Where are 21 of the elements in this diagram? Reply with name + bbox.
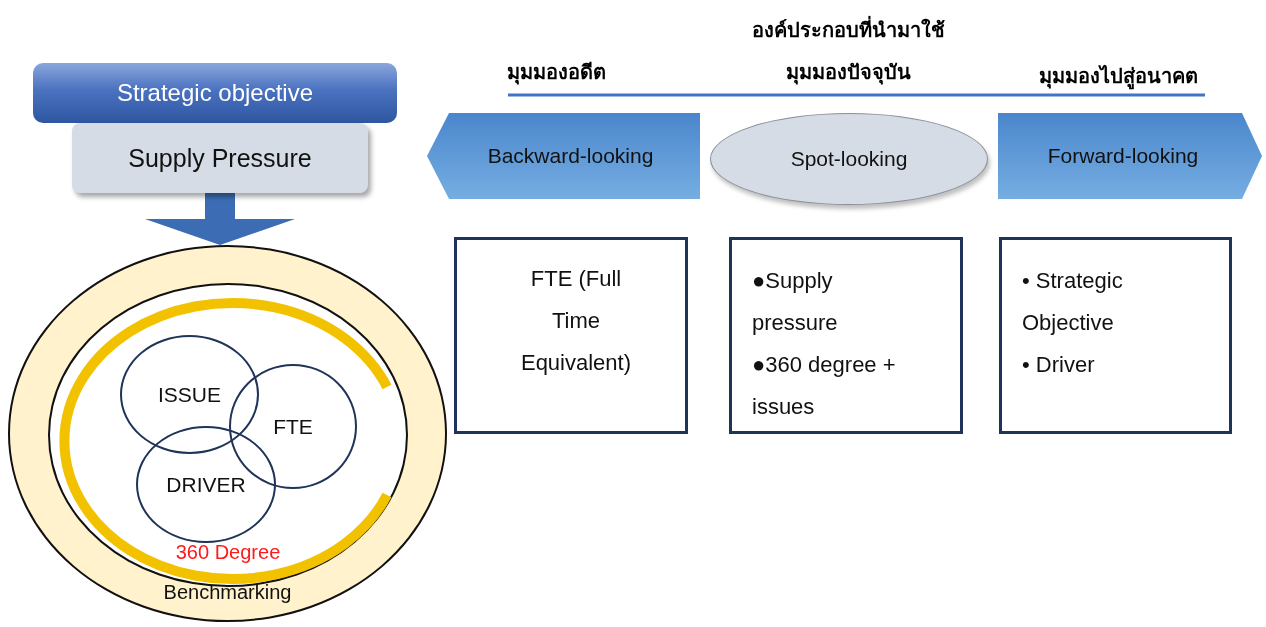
- heading-label: มุมมองอดีต: [506, 60, 606, 87]
- subtitle-box: Supply Pressure: [72, 123, 368, 193]
- ring-label: 360 Degree: [175, 541, 281, 564]
- heading-label: องค์ประกอบที่นำมาใช้: [751, 14, 945, 46]
- bullet-item: ●Supply pressure: [752, 267, 839, 337]
- heading-label: มุมมองไปสู่อนาคต: [1038, 60, 1198, 92]
- ellipse: Spot-looking: [710, 113, 988, 205]
- venn-circle: DRIVER: [136, 426, 276, 543]
- ring-label: Benchmarking: [163, 581, 292, 604]
- bullet-item: • Strategic Objective: [1022, 267, 1124, 337]
- venn-circle: ISSUE: [120, 335, 259, 454]
- arrow-banner: Forward-looking: [998, 113, 1262, 199]
- bullet-box: [999, 237, 1232, 434]
- bullet-box: [729, 237, 963, 434]
- heading-label: มุมมองปัจจุบัน: [785, 60, 911, 87]
- bullet-item: • Driver: [1022, 351, 1096, 379]
- bullet-item: ●360 degree + issues: [752, 351, 897, 421]
- block-arrow: [145, 193, 295, 245]
- title-box: Strategic objective: [33, 63, 397, 123]
- arrow-banner: Backward-looking: [427, 113, 700, 199]
- text-box: FTE (Full Time Equivalent): [454, 237, 688, 434]
